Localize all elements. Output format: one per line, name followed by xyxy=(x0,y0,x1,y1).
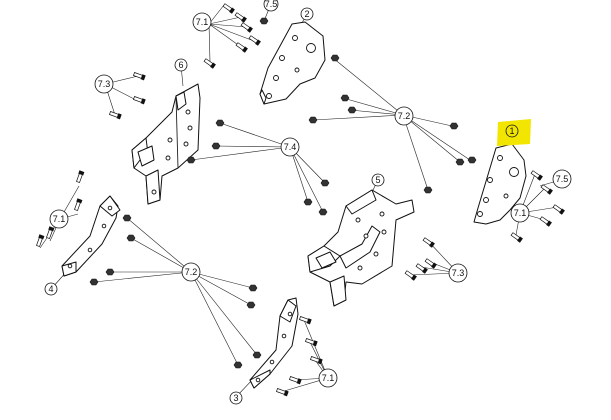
callout-7-1-bottom: 7.1 xyxy=(318,368,338,388)
callout-part-6: 6 xyxy=(174,58,188,72)
callout-part-2: 2 xyxy=(300,7,314,21)
callout-7-2-bottom: 7.2 xyxy=(181,262,201,282)
callout-7-3-left: 7.3 xyxy=(94,74,114,94)
callout-label: 1 xyxy=(509,126,514,136)
callout-label: 7.4 xyxy=(284,142,297,152)
callout-label: 2 xyxy=(304,9,309,19)
callout-7-1-top: 7.1 xyxy=(192,12,212,32)
callout-part-1: 1 xyxy=(505,124,519,138)
callout-7-5-top: 7.5 xyxy=(263,0,279,12)
callout-label: 7.1 xyxy=(196,17,209,27)
callout-label: 7.2 xyxy=(185,267,198,277)
callout-label: 7.1 xyxy=(53,214,66,224)
callout-7-5-right: 7.5 xyxy=(552,169,572,189)
callout-label: 7.3 xyxy=(98,79,111,89)
callout-label: 6 xyxy=(178,60,183,70)
callout-label: 7.3 xyxy=(452,268,465,278)
part-5-frame-bracket xyxy=(307,189,415,307)
callout-7-4: 7.4 xyxy=(280,137,300,157)
callout-7-3-right: 7.3 xyxy=(448,263,468,283)
part-2-bracket-plate xyxy=(259,21,326,105)
nuts xyxy=(89,17,477,369)
callout-label: 3 xyxy=(233,393,238,403)
callout-part-4: 4 xyxy=(44,282,58,296)
callout-7-2-top: 7.2 xyxy=(394,106,414,126)
callout-label: 7.1 xyxy=(514,208,527,218)
callout-label: 5 xyxy=(375,175,380,185)
part-3-angle-bracket xyxy=(249,297,299,389)
callout-7-1-right: 7.1 xyxy=(510,203,530,223)
callout-7-1-left: 7.1 xyxy=(49,209,69,229)
callout-label: 7.1 xyxy=(322,373,335,383)
bolts xyxy=(36,3,565,397)
callout-label: 7.5 xyxy=(556,174,569,184)
callout-label: 7.5 xyxy=(265,0,278,9)
part-4-angle-bracket xyxy=(61,195,121,277)
callout-label: 4 xyxy=(48,284,53,294)
callout-part-3: 3 xyxy=(229,391,243,405)
callout-part-5: 5 xyxy=(371,173,385,187)
highlight-marker xyxy=(497,119,531,146)
part-6-frame-bracket xyxy=(131,83,201,205)
callout-label: 7.2 xyxy=(398,111,411,121)
part-1-mount-plate xyxy=(473,143,527,225)
